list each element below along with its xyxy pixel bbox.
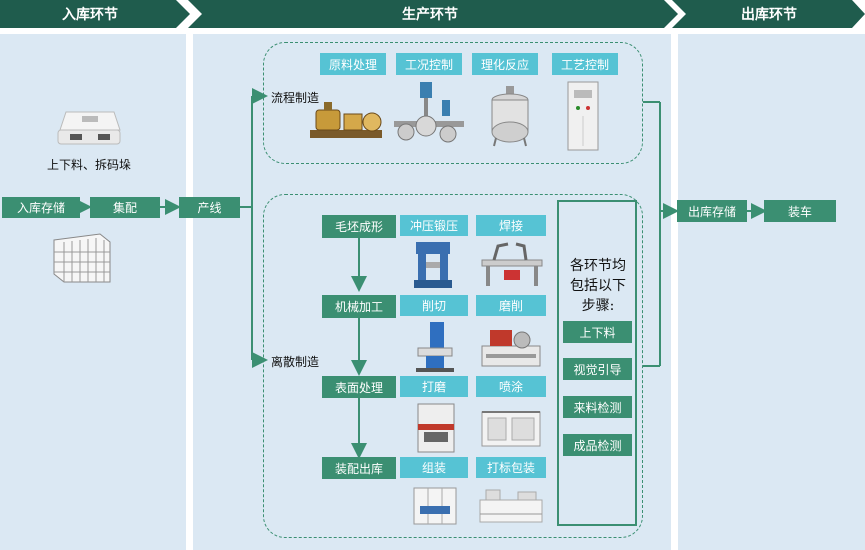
control-cabinet-icon — [567, 81, 599, 151]
process-label: 流程制造 — [271, 91, 320, 105]
kitting-box: 集配 — [90, 197, 160, 218]
condition-control-valve-icon — [394, 82, 464, 143]
common-steps-panel — [557, 200, 637, 526]
milling-machine-icon — [416, 322, 454, 372]
discrete-label: 离散制造 — [271, 355, 320, 369]
stage-box: 毛坯成形 — [322, 215, 396, 238]
packaging-line-icon — [479, 489, 543, 523]
process-step: 理化反应 — [472, 53, 538, 75]
agv-robot-icon — [57, 111, 121, 145]
operation-box: 打标包装 — [476, 457, 546, 478]
stage-box: 机械加工 — [322, 295, 396, 318]
outbound-header-shape — [672, 0, 865, 28]
raw-material-machine-icon — [310, 102, 382, 138]
operation-box: 冲压锻压 — [400, 215, 468, 236]
reactor-tank-icon — [491, 86, 529, 147]
operation-box: 焊接 — [476, 215, 546, 236]
agv-caption: 上下料、拆码垛 — [46, 158, 131, 172]
operation-box: 削切 — [400, 295, 468, 316]
common-step-box: 成品检测 — [563, 434, 632, 456]
common-steps-title: 各环节均包括以下步骤: — [570, 258, 626, 314]
line-box: 产线 — [179, 197, 240, 218]
outbound-column — [678, 34, 865, 550]
assembly-station-icon — [413, 487, 457, 525]
operation-box: 打磨 — [400, 376, 468, 397]
inbound-header-shape — [0, 0, 190, 28]
common-step-box: 来料检测 — [563, 396, 632, 418]
loading-box: 装车 — [764, 200, 836, 222]
inbound-store-box: 入库存储 — [2, 197, 80, 218]
common-step-box: 上下料 — [563, 321, 632, 343]
operation-box: 组装 — [400, 457, 468, 478]
process-step: 工艺控制 — [552, 53, 618, 75]
outbound-header: 出库环节 — [741, 7, 797, 23]
inbound-header: 入库环节 — [62, 7, 118, 23]
outbound-store-box: 出库存储 — [677, 200, 747, 222]
grinding-machine-icon — [481, 330, 541, 367]
production-header-shape — [188, 0, 678, 28]
process-step: 工况控制 — [396, 53, 462, 75]
header-chevrons — [0, 0, 865, 28]
storage-rack-icon — [53, 233, 111, 283]
stage-box: 表面处理 — [322, 376, 396, 398]
spray-booth-icon — [481, 411, 541, 447]
welding-robot-icon — [481, 242, 543, 286]
stage-box: 装配出库 — [322, 457, 396, 479]
operation-box: 磨削 — [476, 295, 546, 316]
process-step: 原料处理 — [320, 53, 386, 75]
operation-box: 喷涂 — [476, 376, 546, 397]
sanding-machine-icon — [417, 403, 455, 453]
press-machine-icon — [414, 242, 452, 288]
production-header: 生产环节 — [402, 7, 458, 23]
common-step-box: 视觉引导 — [563, 358, 632, 380]
